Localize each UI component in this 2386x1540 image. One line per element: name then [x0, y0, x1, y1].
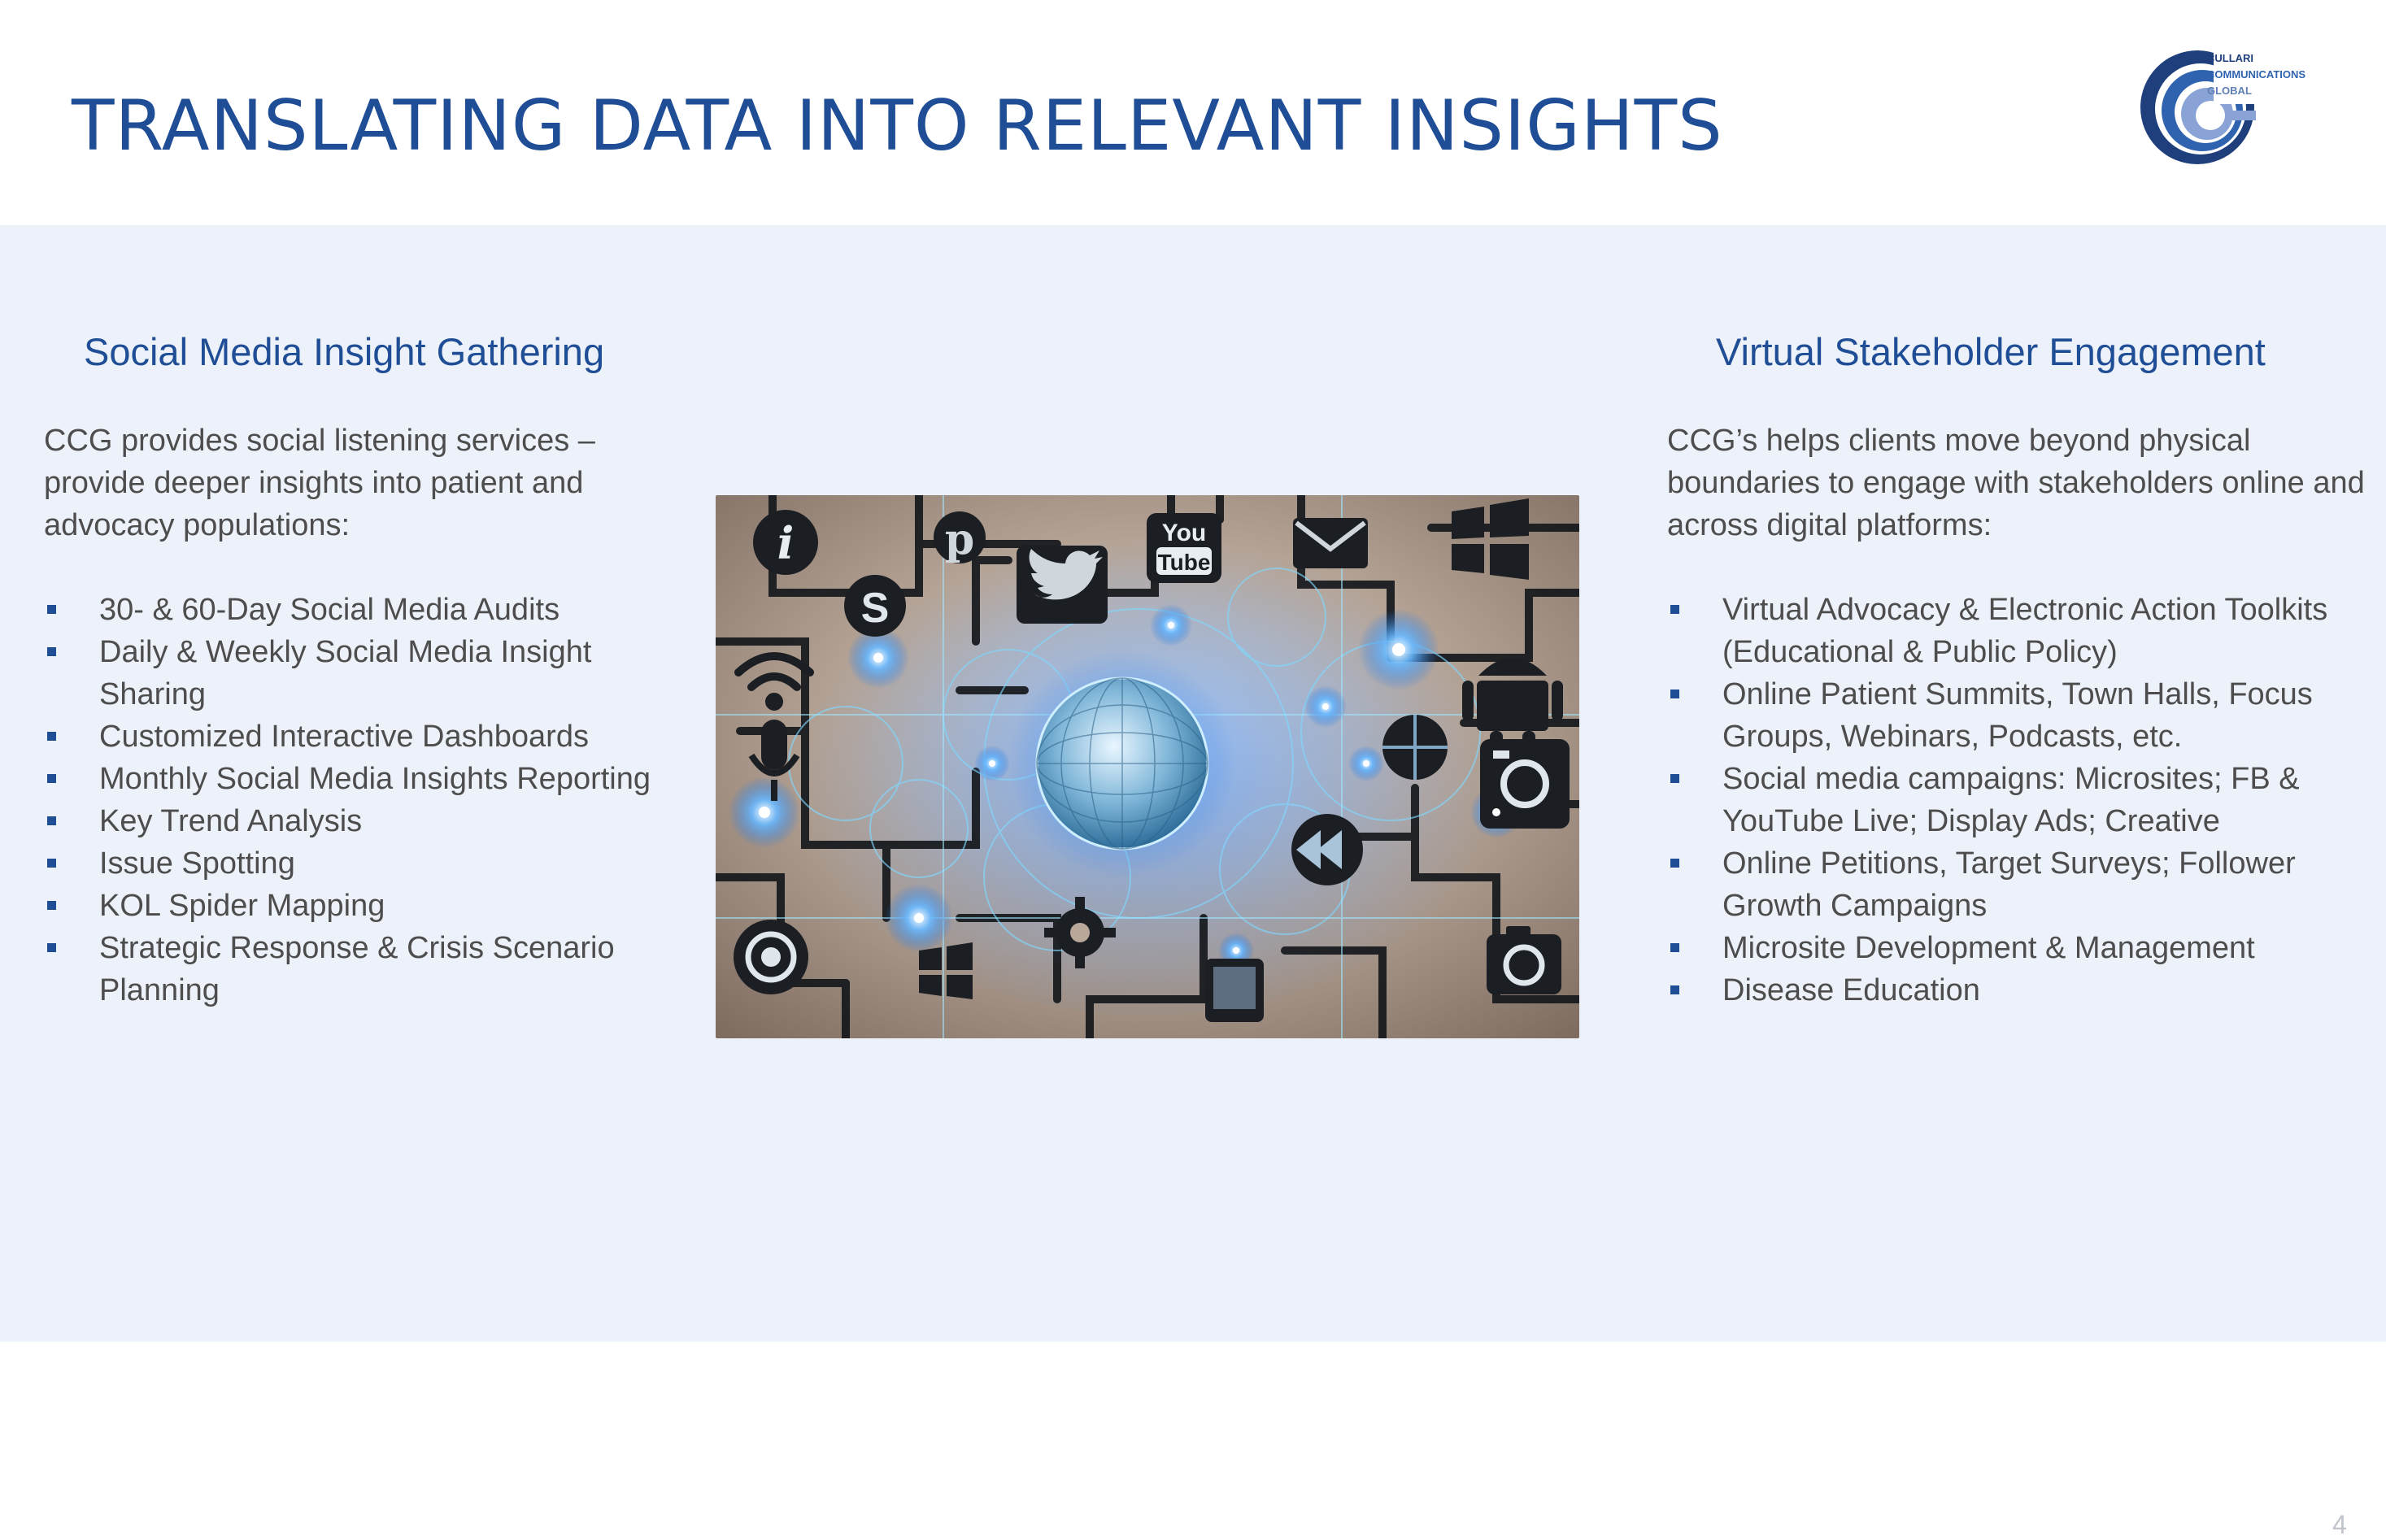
twitter-icon [1017, 546, 1108, 624]
page-number: 4 [2332, 1510, 2347, 1539]
list-item: Online Petitions, Target Surveys; Follow… [1667, 842, 2366, 927]
social-media-heading: Social Media Insight Gathering [84, 330, 605, 373]
list-item: 30- & 60-Day Social Media Audits [44, 589, 686, 631]
list-item: KOL Spider Mapping [44, 885, 686, 927]
list-item: Key Trend Analysis [44, 800, 686, 842]
logo-line-1: CULLARI [2207, 52, 2254, 64]
bullet-icon [1670, 985, 1679, 994]
list-item: Online Patient Summits, Town Halls, Focu… [1667, 673, 2366, 758]
bullet-icon [47, 647, 56, 656]
svg-text:p: p [945, 515, 974, 564]
youtube-you-label: You [1162, 520, 1206, 546]
slide-title: TRANSLATING DATA INTO RELEVANT INSIGHTS [72, 85, 1723, 167]
bullet-icon [47, 859, 56, 868]
rewind-icon [1291, 814, 1363, 885]
bullet-icon [47, 943, 56, 952]
list-item: Monthly Social Media Insights Reporting [44, 758, 686, 800]
bullet-icon [1670, 690, 1679, 698]
gear-icon [1044, 897, 1116, 968]
mail-icon [1293, 518, 1368, 568]
bullet-icon [47, 901, 56, 910]
youtube-tube-label: Tube [1158, 550, 1211, 575]
logo-mark-icon [2140, 49, 2261, 164]
camera-icon-small [1487, 926, 1561, 994]
slide-header: TRANSLATING DATA INTO RELEVANT INSIGHTS … [0, 0, 2386, 225]
stakeholder-intro: CCG’s helps clients move beyond physical… [1667, 424, 2365, 542]
bullet-icon [47, 816, 56, 825]
info-icon: i [753, 510, 818, 575]
svg-text:S: S [861, 585, 890, 632]
bullet-icon [47, 774, 56, 783]
tablet-icon [1205, 959, 1264, 1022]
list-item: Social media campaigns: Microsites; FB &… [1667, 758, 2366, 842]
svg-text:i: i [777, 517, 795, 569]
list-item: Microsite Development & Management [1667, 927, 2366, 969]
social-network-image: i p You Tube [716, 495, 1579, 1038]
bullet-icon [1670, 774, 1679, 783]
logo-line-3: GLOBAL [2207, 85, 2252, 97]
logo-line-2: COMMUNICATIONS [2207, 68, 2306, 80]
youtube-icon: You Tube [1147, 513, 1221, 583]
bullet-icon [47, 605, 56, 614]
slide-body: Social Media Insight Gathering CCG provi… [0, 225, 2386, 1539]
stakeholder-heading: Virtual Stakeholder Engagement [1716, 330, 2266, 373]
social-media-intro: CCG provides social listening services –… [44, 424, 595, 542]
list-item: Customized Interactive Dashboards [44, 716, 686, 758]
social-media-list: 30- & 60-Day Social Media Audits Daily &… [44, 589, 686, 1011]
rss-icon [734, 920, 808, 994]
stakeholder-list: Virtual Advocacy & Electronic Action Too… [1667, 589, 2366, 1011]
bullet-icon [1670, 605, 1679, 614]
windows-icon [1452, 498, 1529, 580]
list-item: Daily & Weekly Social Media Insight Shar… [44, 631, 686, 716]
windows-small-icon [919, 942, 973, 999]
camera-icon [1480, 739, 1570, 829]
bullet-icon [1670, 859, 1679, 868]
stakeholder-column: Virtual Stakeholder Engagement CCG’s hel… [1667, 327, 2366, 1011]
list-item: Virtual Advocacy & Electronic Action Too… [1667, 589, 2366, 673]
pinterest-icon: p [934, 511, 986, 564]
bullet-icon [1670, 943, 1679, 952]
globe-icon [1382, 715, 1448, 780]
company-logo: CULLARI COMMUNICATIONS GLOBAL [2139, 42, 2375, 172]
social-media-column: Social Media Insight Gathering CCG provi… [44, 327, 686, 1011]
bullet-icon [47, 732, 56, 741]
list-item: Strategic Response & Crisis Scenario Pla… [44, 927, 686, 1011]
logo-wordmark: CULLARI COMMUNICATIONS GLOBAL [2207, 50, 2305, 99]
wifi-icon [734, 652, 814, 711]
list-item: Disease Education [1667, 969, 2366, 1011]
list-item: Issue Spotting [44, 842, 686, 885]
skype-icon: S [844, 575, 906, 637]
microphone-icon [748, 720, 800, 801]
